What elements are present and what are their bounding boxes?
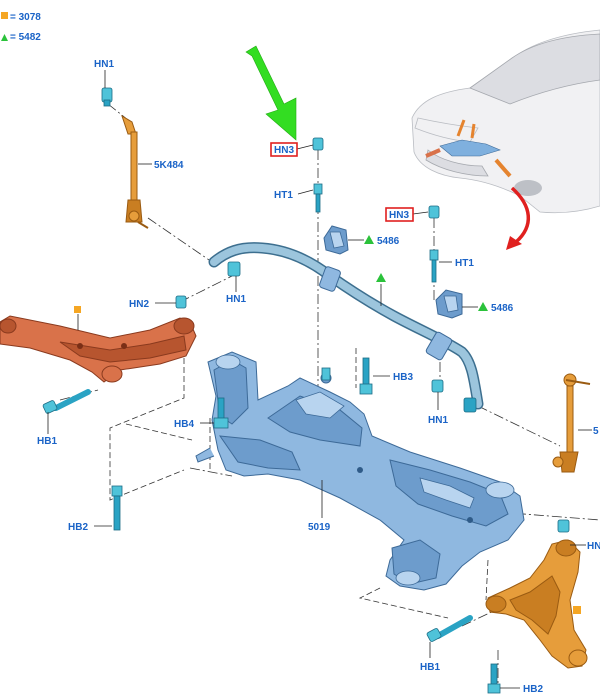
control-arm-left [0,295,197,383]
label-ht1-center: HT1 [274,190,293,201]
stabilizer-link-left [101,87,149,229]
subframe [195,351,525,591]
triangle-marker-icon [364,235,374,244]
callout-labels: HN1 5K484 HN3 HT1 HN3 5486 HT1 HN1 HN2 5… [37,59,600,694]
square-marker-icon [74,306,81,313]
highlight-box-hn3-center [270,142,298,157]
car-windshield [469,33,600,105]
car-grille [425,149,489,177]
hardware-center [312,137,324,213]
label-5019: 5019 [308,522,331,533]
legend-triangle-text: = 5482 [10,32,41,43]
label-hn3-center: HN3 [274,145,294,156]
label-hn1-top: HN1 [94,59,114,70]
red-arrow-head-icon [506,236,522,250]
nut-hn1-right [431,379,444,393]
hn3-right-nut-icon [428,205,440,219]
leader-lines [47,70,592,689]
triangle-marker-icon-3 [376,273,386,282]
bolt-hb2-left [111,485,123,531]
label-5486-upper: 5486 [377,236,400,247]
triangle-marker-icon-2 [478,302,488,311]
control-arm-right [485,519,588,669]
label-hn-right-edge: HN [587,541,600,552]
label-hb2-right: HB2 [523,684,543,694]
label-5486-lower: 5486 [491,303,514,314]
legend-square-text: = 3078 [10,12,41,23]
hn2-nut-icon [175,295,187,309]
bolt-hb1-left [42,389,91,414]
legend-square-icon [1,12,8,19]
hn1-bar-nut-icon [227,261,241,277]
red-curved-arrow-icon [510,186,531,244]
car-subframe-mini [439,139,501,157]
label-hb1-right: HB1 [420,662,440,673]
label-hb3: HB3 [393,372,413,383]
label-5k484: 5K484 [154,160,184,171]
bushing-clamp-upper [323,225,374,255]
car-arm-mini [494,158,512,178]
car-inset [411,29,600,250]
green-down-arrow-icon [245,45,297,141]
label-link-right: 5 [593,426,599,437]
bolt-hb3 [359,357,373,395]
car-arm-mini-left [425,148,441,158]
stabilizer-bar [208,242,484,413]
bolt-hb1-right [426,615,473,642]
bushing-clamp-lower [435,289,488,319]
legend: = 3078 = 5482 [1,12,41,43]
label-hn2: HN2 [129,299,149,310]
label-hb2-left: HB2 [68,522,88,533]
hardware-right [428,205,440,283]
car-wheel [514,180,542,196]
label-hn1-bar: HN1 [226,294,246,305]
label-hb4: HB4 [174,419,194,430]
stabilizer-link-right [552,373,591,473]
label-ht1-right: HT1 [455,258,474,269]
hn3-nut-icon [312,137,324,151]
car-bonnet [414,117,479,143]
legend-triangle-icon [1,34,8,41]
car-links-mini [456,119,476,139]
label-hn3-right: HN3 [389,210,409,221]
bolt-hb2-right [487,663,501,694]
square-marker-icon-2 [573,606,581,614]
highlight-box-hn3-right [385,207,414,222]
label-hb1-left: HB1 [37,436,57,447]
label-hn1-right: HN1 [428,415,448,426]
